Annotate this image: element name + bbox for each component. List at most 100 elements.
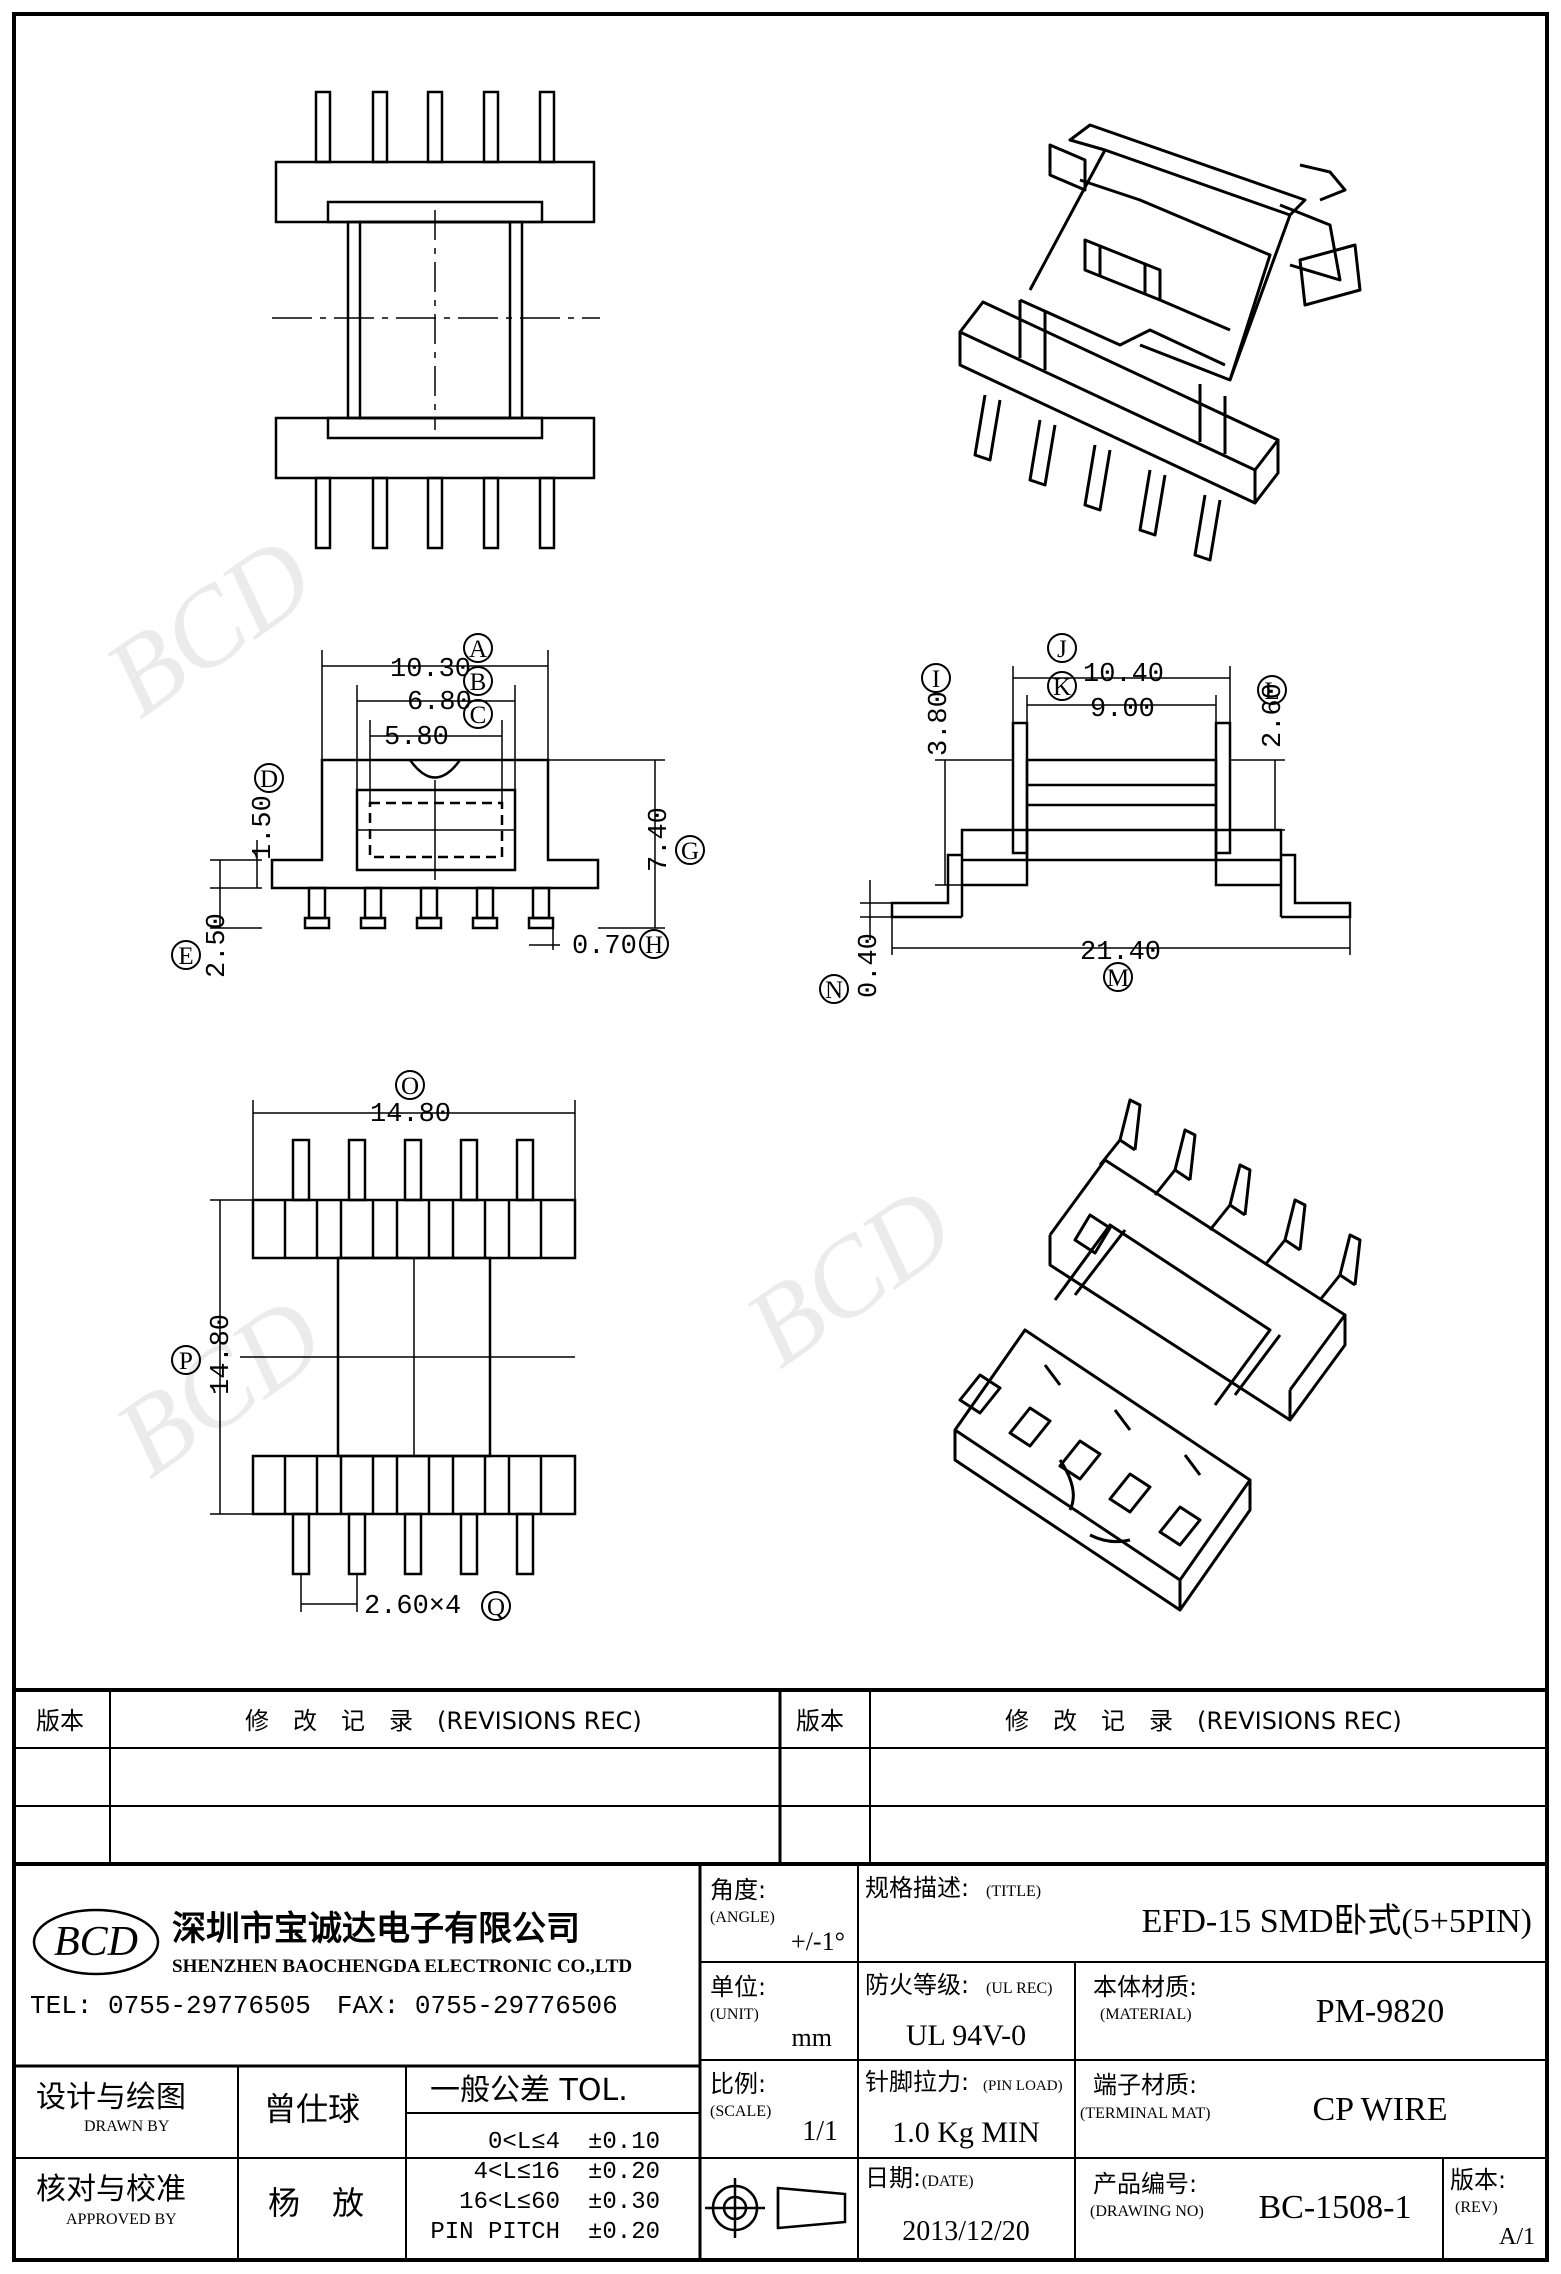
- callout-letter-Q: Q: [487, 1594, 505, 1621]
- angle-label-cn: 角度:: [710, 1876, 766, 1904]
- scale-label-cn: 比例:: [710, 2070, 766, 2098]
- callout-circle: [1103, 962, 1133, 992]
- callout-circle: [481, 1591, 511, 1621]
- dimension-value-K: 9.00: [1090, 695, 1155, 725]
- callout-circle: [463, 666, 493, 696]
- pin-load-label-cn: 针脚拉力:: [865, 2068, 969, 2096]
- designer-label-en: DRAWN BY: [84, 2118, 170, 2135]
- company-tel-fax: TEL: 0755-29776505 FAX: 0755-29776506: [30, 1991, 618, 2021]
- revision-version-header: 版本: [36, 1707, 84, 1735]
- dimension-value-L: 2.60: [1259, 683, 1289, 748]
- callout-letter-E: E: [178, 943, 193, 970]
- angle-label-en: (ANGLE): [710, 1909, 775, 1926]
- tolerance-range: 4<L≤16: [474, 2159, 560, 2186]
- isometric-view-bottom: [953, 1098, 1362, 1612]
- material-label-en: (MATERIAL): [1100, 2006, 1192, 2023]
- callout-circle: [1047, 671, 1077, 701]
- callout-letter-B: B: [470, 669, 487, 696]
- callout-circle: [921, 663, 951, 693]
- company-name-cn: 深圳市宝诚达电子有限公司: [172, 1909, 580, 1949]
- projection-symbol-icon: [705, 2178, 847, 2238]
- callout-circle: [463, 699, 493, 729]
- callout-letter-N: N: [825, 977, 843, 1004]
- front-view-right: [890, 721, 1352, 919]
- material-value: PM-9820: [1316, 1993, 1444, 2030]
- dimension-value-D: 1.50: [249, 795, 279, 860]
- revision-record-header: 修 改 记 录 (REVISIONS REC): [1005, 1707, 1402, 1735]
- front-view-right-dimlines: [860, 666, 1351, 955]
- callout-circle: [171, 940, 201, 970]
- tolerance-range: 0<L≤4: [488, 2129, 560, 2156]
- callout-letter-H: H: [645, 932, 663, 959]
- dimension-value-P: 14.80: [207, 1314, 237, 1395]
- sheet-border: [12, 12, 1549, 2262]
- tolerance-value: ±0.20: [588, 2219, 660, 2246]
- unit-label-cn: 单位:: [710, 1973, 766, 2001]
- callout-letter-M: M: [1107, 965, 1129, 992]
- terminal-label-cn: 端子材质:: [1093, 2071, 1197, 2099]
- callout-circle: [639, 929, 669, 959]
- tolerance-value: ±0.30: [588, 2189, 660, 2216]
- terminal-value: CP WIRE: [1312, 2091, 1447, 2128]
- rev-label-en: (REV): [1455, 2199, 1498, 2216]
- callout-letter-K: K: [1053, 674, 1071, 701]
- watermark-text: BCD: [84, 514, 334, 740]
- material-label-cn: 本体材质:: [1093, 1973, 1197, 2001]
- callout-circle: [395, 1070, 425, 1100]
- side-view-left: [270, 758, 600, 930]
- drawing-no-value: BC-1508-1: [1259, 2189, 1412, 2226]
- date-label-en: (DATE): [922, 2173, 974, 2190]
- isometric-view-top: [958, 123, 1362, 562]
- callout-letter-P: P: [179, 1348, 193, 1375]
- checker-label-cn: 核对与校准: [36, 2172, 186, 2207]
- dimension-value-M: 21.40: [1080, 938, 1161, 968]
- dimension-labels: A 10.30 B 6.80 C 5.80 D 1.50 E 2.50 G 7.…: [171, 633, 1289, 1622]
- callout-circle: [171, 1345, 201, 1375]
- callout-circle: [819, 974, 849, 1004]
- dimension-value-C: 5.80: [384, 723, 449, 753]
- callout-letter-C: C: [470, 702, 487, 729]
- checker-name: 杨 放: [268, 2184, 364, 2222]
- callout-letter-D: D: [260, 766, 278, 793]
- rev-value: A/1: [1499, 2224, 1535, 2250]
- revision-record-header: 修 改 记 录 (REVISIONS REC): [245, 1707, 642, 1735]
- callout-letter-I: I: [932, 666, 940, 693]
- callout-letter-L: L: [1264, 678, 1279, 705]
- dimension-value-N: 0.40: [855, 933, 885, 998]
- drawing-no-label-cn: 产品编号:: [1093, 2170, 1197, 2198]
- bottom-view-dimlines: [210, 1100, 576, 1612]
- logo-text: BCD: [54, 1919, 138, 1965]
- callout-circle: [1257, 675, 1287, 705]
- dimension-value-J: 10.40: [1083, 660, 1164, 690]
- pin-load-label-en: (PIN LOAD): [983, 2078, 1063, 2094]
- callout-circle: [254, 763, 284, 793]
- scale-label-en: (SCALE): [710, 2103, 771, 2120]
- callout-circle: [1047, 633, 1077, 663]
- unit-value: mm: [792, 2023, 832, 2052]
- revision-version-header: 版本: [796, 1707, 844, 1735]
- callout-letter-J: J: [1057, 636, 1067, 663]
- dimension-value-G: 7.40: [645, 807, 675, 872]
- watermark-text: BCD: [724, 1164, 974, 1390]
- tolerance-range: 16<L≤60: [459, 2189, 560, 2216]
- callout-letter-G: G: [681, 838, 699, 865]
- title-block-grid: [14, 1688, 1547, 2260]
- dimension-value-Q: 2.60×4: [364, 1592, 461, 1622]
- dimension-value-I: 3.80: [925, 691, 955, 756]
- tolerance-value: ±0.10: [588, 2129, 660, 2156]
- drawing-no-label-en: (DRAWING NO): [1090, 2203, 1204, 2220]
- designer-name: 曾仕球: [264, 2090, 360, 2128]
- tolerance-range: PIN PITCH: [430, 2219, 560, 2246]
- dimension-value-O: 14.80: [370, 1100, 451, 1130]
- angle-value: +/-1°: [791, 1927, 845, 1956]
- company-logo: BCD: [32, 1908, 160, 1976]
- date-value: 2013/12/20: [902, 2216, 1030, 2247]
- dimension-value-A: 10.30: [390, 655, 471, 685]
- tolerance-value: ±0.20: [588, 2159, 660, 2186]
- bottom-view: [240, 1138, 577, 1576]
- pin-load-value: 1.0 Kg MIN: [892, 2116, 1040, 2149]
- dimension-value-H: 0.70: [572, 932, 637, 962]
- unit-label-en: (UNIT): [710, 2006, 759, 2023]
- callout-circle: [463, 633, 493, 663]
